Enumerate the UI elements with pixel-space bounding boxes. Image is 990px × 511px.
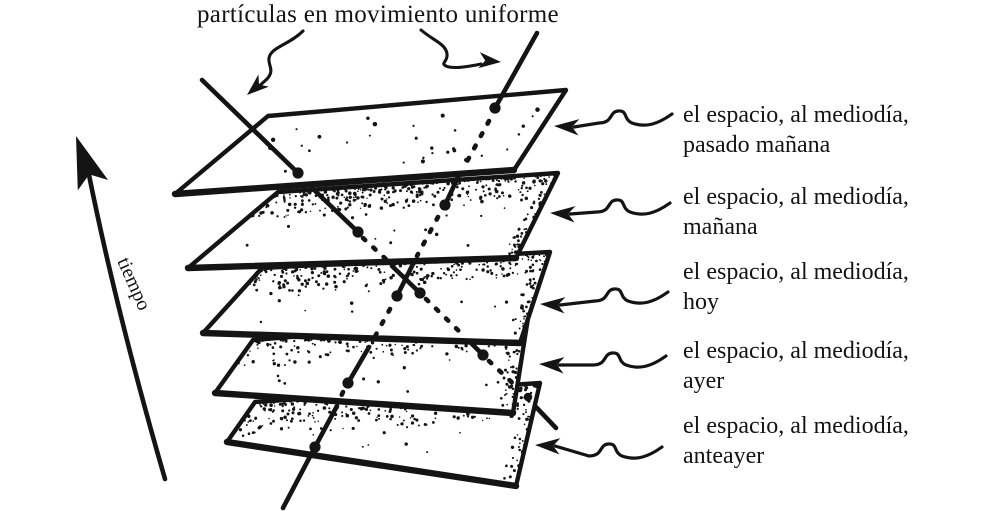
- particle-dot: [439, 199, 451, 211]
- worldline-b-hidden-segment: [336, 389, 346, 404]
- label-anteayer: el espacio, al mediodía, anteayer: [683, 411, 909, 471]
- worldline-b-segment: [312, 403, 340, 450]
- label-pointer-arrows: [553, 109, 674, 460]
- label-text-line2: pasado mañana: [683, 132, 831, 158]
- worldline-b-segment: [280, 444, 318, 511]
- label-ayer: el espacio, al mediodía, ayer: [683, 336, 909, 396]
- plane-manana: [184, 170, 561, 272]
- particle-dot: [352, 226, 364, 238]
- time-axis-shaft: [85, 167, 168, 482]
- particle-dot: [414, 287, 426, 299]
- particle-dot: [523, 392, 533, 402]
- label-arrow-manana: [568, 198, 672, 216]
- plane-near-edge: [211, 389, 517, 417]
- label-arrowhead-pasado-manana: [554, 119, 580, 136]
- time-axis-arrowhead: [76, 136, 109, 191]
- particle-dot: [391, 290, 403, 302]
- title-arrow-right-head: [478, 52, 501, 69]
- title-arrow-left-head: [247, 74, 269, 95]
- particle-dot: [342, 377, 354, 389]
- label-arrow-hoy: [558, 287, 670, 307]
- plane-pasado-manana: [171, 87, 569, 198]
- label-hoy: el espacio, al mediodía, hoy: [683, 257, 909, 317]
- label-arrow-pasado-manana: [572, 109, 674, 129]
- worldline-b-segment: [345, 344, 372, 386]
- label-arrowhead-manana: [550, 206, 576, 223]
- particle-dot: [309, 441, 321, 453]
- label-arrowhead-ayer: [539, 357, 565, 374]
- particle-dot: [477, 349, 489, 361]
- worldline-a-segment: [308, 184, 361, 235]
- label-text-line2: mañana: [683, 214, 758, 240]
- label-text-line2: ayer: [683, 368, 725, 394]
- stipple-dots: [245, 171, 557, 259]
- worldline-b-segment: [492, 30, 540, 111]
- label-text-line2: hoy: [683, 289, 719, 315]
- plane-near-edge: [184, 254, 520, 272]
- arrowheads: [76, 52, 580, 455]
- label-text-line1: el espacio, al mediodía,: [683, 184, 909, 210]
- worldline-b-hidden-segment: [461, 118, 492, 170]
- label-text-line2: anteayer: [683, 443, 765, 469]
- title-arrow-right: [419, 28, 483, 70]
- worldline-a-segment: [199, 77, 301, 176]
- label-pasado-manana: el espacio, al mediodía, pasado mañana: [683, 100, 909, 160]
- label-text-line1: el espacio, al mediodía,: [683, 102, 909, 128]
- space-planes: [171, 87, 569, 490]
- title-arrow-left: [255, 29, 305, 90]
- worldline-b-segment: [394, 261, 416, 299]
- time-axis-arrow: tiempo: [85, 167, 168, 482]
- label-text-line1: el espacio, al mediodía,: [683, 338, 909, 364]
- label-arrow-ayer: [557, 351, 668, 369]
- figure-title: partículas en movimiento uniforme: [197, 1, 559, 28]
- particle-dot: [489, 102, 501, 114]
- plane-near-edge: [223, 438, 520, 490]
- particle-worldlines: [199, 30, 559, 511]
- worldline-a-hidden-segment: [423, 296, 469, 341]
- worldline-b-hidden-segment: [370, 306, 393, 343]
- title-pointer-arrows: [255, 28, 483, 90]
- label-arrowhead-hoy: [540, 297, 566, 314]
- label-arrow-anteayer: [553, 442, 664, 460]
- label-manana: el espacio, al mediodía, mañana: [683, 182, 909, 242]
- worldline-a-segment: [533, 404, 559, 431]
- label-text-line1: el espacio, al mediodía,: [683, 259, 909, 285]
- particle-dot: [292, 167, 304, 179]
- worldline-a-hidden-segment: [360, 235, 392, 265]
- label-arrowhead-anteayer: [535, 438, 561, 455]
- label-text-line1: el espacio, al mediodía,: [683, 413, 909, 439]
